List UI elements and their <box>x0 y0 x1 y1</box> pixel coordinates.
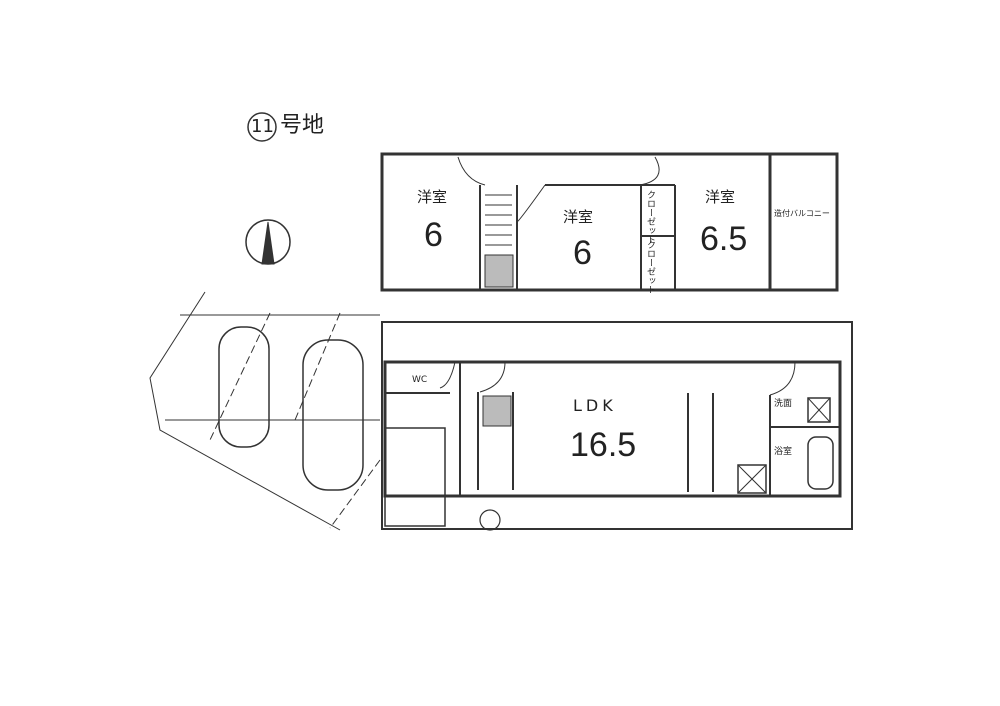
closet-label: クローゼット <box>645 190 655 244</box>
room-label: 洋室 <box>563 208 594 226</box>
car-icon <box>302 339 364 491</box>
washroom-label: 洗面 <box>774 399 793 409</box>
lot-number-circle <box>247 112 277 142</box>
stairs-2f <box>485 194 512 246</box>
lot-number: 11 <box>251 116 274 137</box>
site-outline <box>381 321 853 530</box>
car-icon <box>218 326 270 448</box>
entrance-icon <box>479 509 501 531</box>
bathroom-label: 浴室 <box>774 447 793 457</box>
balcony-label: 造付バルコニー <box>774 209 830 218</box>
room-size: 6.5 <box>700 220 748 258</box>
room-size: 6 <box>573 234 592 272</box>
toilet-label: WC <box>412 375 428 385</box>
floor2-outline <box>380 152 839 292</box>
lot-suffix: 号地 <box>280 113 325 138</box>
room-label: 洋室 <box>705 188 736 206</box>
closet-label: クローゼット <box>645 240 655 294</box>
ldk-size: 16.5 <box>570 426 637 464</box>
room-size: 6 <box>424 216 443 254</box>
room-label: 洋室 <box>417 188 448 206</box>
ldk-label: LDK <box>573 396 617 415</box>
